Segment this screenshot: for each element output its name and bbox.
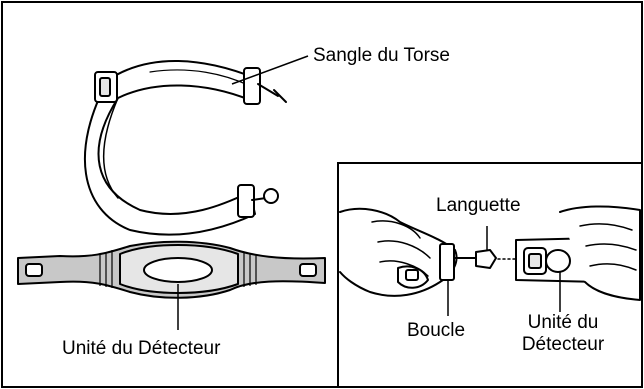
inset-detector-label-line1: Unité du	[507, 312, 619, 334]
chest-strap-label: Sangle du Torse	[313, 45, 450, 67]
tab-label: Languette	[436, 195, 521, 217]
inset-detector-label: Unité du Détecteur	[507, 312, 619, 356]
buckle-label: Boucle	[407, 320, 465, 342]
inset-detector-label-line2: Détecteur	[507, 334, 619, 356]
detector-unit-label: Unité du Détecteur	[62, 338, 220, 360]
